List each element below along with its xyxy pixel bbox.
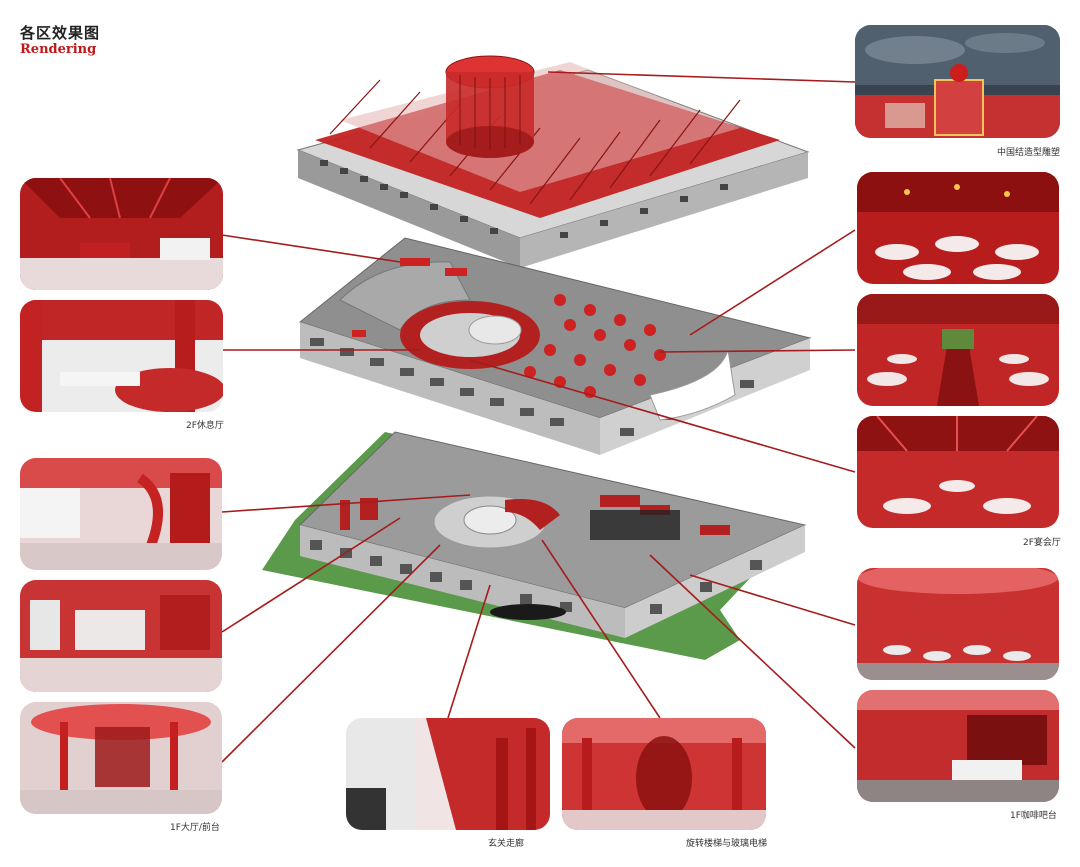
render-lounge-upper [20, 178, 223, 290]
title-english: Rendering [20, 42, 97, 57]
caption-cafe-bar-1f: 1F咖啡吧台 [1010, 811, 1057, 821]
render-knot-sculpture [855, 25, 1060, 138]
render-entrance-corridor [346, 718, 550, 830]
first-floor-level [262, 431, 807, 660]
render-banquet-2 [857, 294, 1059, 406]
render-cafe-2 [857, 690, 1059, 802]
limousine [490, 604, 566, 620]
render-banquet-1 [857, 172, 1059, 284]
caption-entrance-corridor: 玄关走廊 [488, 839, 525, 849]
caption-knot-sculpture: 中国结造型雕塑 [997, 148, 1061, 158]
caption-lounge-2f: 2F休息厅 [186, 421, 224, 431]
roof-level [296, 55, 810, 268]
render-stair-elevator [562, 718, 766, 830]
title-chinese: 各区效果图 [20, 24, 101, 42]
caption-lobby-1f: 1F大厅/前台 [170, 823, 220, 833]
knot-rotunda [445, 55, 535, 158]
render-cafe-1 [857, 568, 1059, 680]
render-lobby-2 [20, 580, 222, 692]
render-lobby-1 [20, 458, 222, 570]
render-lounge-lower [20, 300, 223, 412]
render-banquet-3 [857, 416, 1059, 528]
caption-stair-elevator: 旋转楼梯与玻璃电梯 [686, 839, 768, 849]
caption-banquet-2f: 2F宴会厅 [1023, 538, 1061, 548]
second-floor-level [298, 237, 812, 455]
render-lobby-3 [20, 702, 222, 814]
